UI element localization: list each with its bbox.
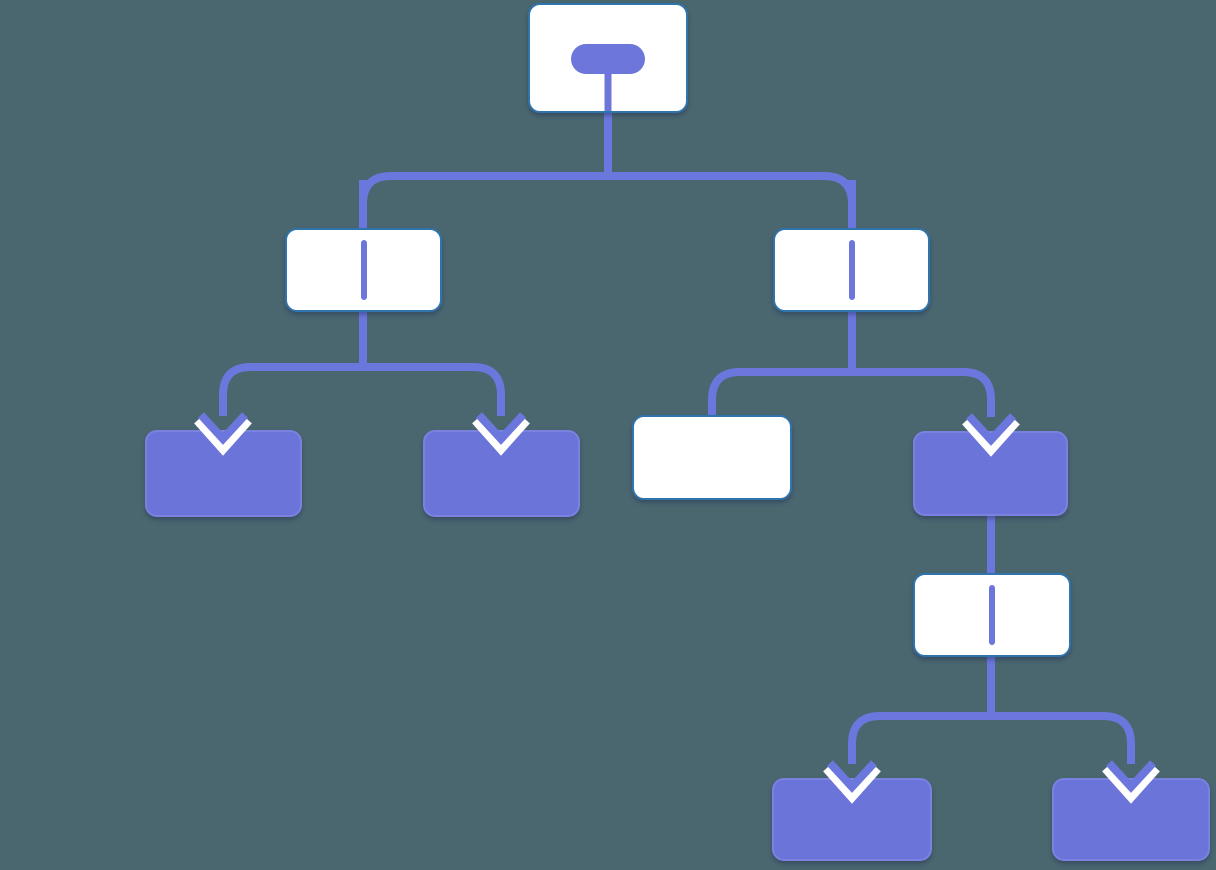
- node-root[interactable]: [528, 3, 688, 113]
- node-leaf-bottom-right[interactable]: [1052, 778, 1210, 861]
- divider-line-icon: [989, 585, 995, 645]
- node-leaf-bottom-left[interactable]: [772, 778, 932, 861]
- node-leaf-far-left[interactable]: [145, 430, 302, 517]
- connector-level1-bar: [359, 172, 856, 228]
- node-solid-right[interactable]: [913, 431, 1068, 516]
- node-leaf-mid-left[interactable]: [423, 430, 580, 517]
- connector-left-children-bar: [219, 363, 505, 416]
- node-branch-deep[interactable]: [913, 573, 1071, 657]
- node-branch-right[interactable]: [773, 228, 930, 312]
- root-stem-icon: [604, 72, 612, 111]
- divider-line-icon: [360, 240, 367, 300]
- node-branch-left[interactable]: [285, 228, 442, 312]
- root-pill-icon: [571, 44, 645, 74]
- connector-bottom-children-bar: [848, 712, 1135, 764]
- node-plain-right[interactable]: [632, 415, 792, 500]
- divider-line-icon: [848, 240, 855, 300]
- connector-right-children-bar: [708, 368, 995, 417]
